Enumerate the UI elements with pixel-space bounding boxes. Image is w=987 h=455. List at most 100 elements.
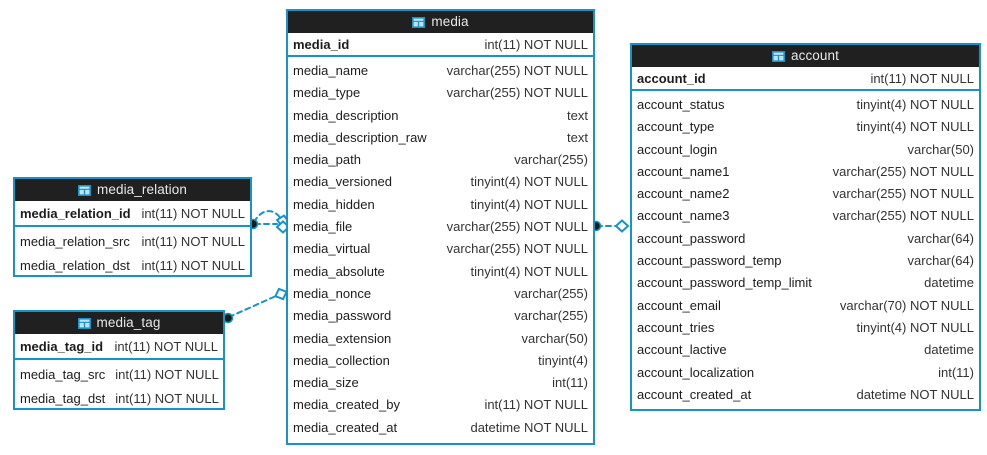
column-row[interactable]: account_created_at datetime NOT NULL (632, 383, 979, 405)
entity-media-tag[interactable]: media_tag media_tag_id int(11) NOT NULL … (13, 310, 225, 410)
column-type: varchar(255) NOT NULL (446, 219, 588, 235)
entity-media-relation-pk-section: media_relation_id int(11) NOT NULL (15, 201, 250, 227)
column-type: varchar(255) NOT NULL (832, 163, 974, 179)
entity-media-title: media (431, 14, 469, 30)
column-type: datetime (924, 342, 974, 358)
column-type: int(11) NOT NULL (141, 205, 245, 221)
column-type: varchar(255) NOT NULL (446, 85, 588, 101)
column-row[interactable]: account_id int(11) NOT NULL (632, 67, 979, 89)
entity-media[interactable]: media media_id int(11) NOT NULL media_na… (286, 9, 595, 445)
column-type: varchar(255) (514, 152, 588, 168)
column-name: media_versioned (293, 174, 393, 190)
column-name: media_description (293, 107, 399, 123)
column-row[interactable]: account_login varchar(50) (632, 138, 979, 160)
column-type: int(11) NOT NULL (115, 366, 219, 382)
relation-media_relation-to-media-curve (253, 210, 282, 223)
column-row[interactable]: media_description_raw text (288, 126, 593, 148)
column-row[interactable]: media_created_at datetime NOT NULL (288, 416, 593, 438)
column-row[interactable]: account_name3 varchar(255) NOT NULL (632, 205, 979, 227)
column-name: media_relation_id (20, 205, 131, 221)
relation-media_tag-to-media-line (228, 295, 277, 318)
column-name: media_tag_src (20, 366, 106, 382)
column-name: media_type (293, 85, 361, 101)
column-row[interactable]: media_type varchar(255) NOT NULL (288, 82, 593, 104)
column-name: account_name3 (637, 208, 730, 224)
column-type: varchar(50) (907, 141, 974, 157)
entity-media-tag-pk-section: media_tag_id int(11) NOT NULL (15, 334, 223, 360)
entity-account[interactable]: account account_id int(11) NOT NULL acco… (630, 43, 981, 411)
column-type: varchar(255) NOT NULL (832, 186, 974, 202)
column-type: int(11) NOT NULL (141, 257, 245, 273)
entity-media-relation-header: media_relation (15, 179, 250, 201)
column-type: int(11) NOT NULL (484, 36, 588, 52)
column-row[interactable]: media_relation_id int(11) NOT NULL (15, 201, 250, 225)
column-name: media_path (293, 152, 361, 168)
column-name: account_tries (637, 319, 715, 335)
column-type: varchar(70) NOT NULL (839, 297, 974, 313)
column-row[interactable]: media_tag_id int(11) NOT NULL (15, 334, 223, 358)
column-row[interactable]: media_tag_src int(11) NOT NULL (15, 362, 223, 386)
entity-media-header: media (288, 11, 593, 33)
column-type: varchar(255) NOT NULL (446, 241, 588, 257)
entity-account-header: account (632, 45, 979, 67)
column-name: account_lactive (637, 342, 727, 358)
column-type: text (567, 129, 588, 145)
table-icon (77, 317, 91, 329)
column-name: media_tag_id (20, 338, 104, 354)
column-type: datetime NOT NULL (856, 386, 974, 402)
column-name: account_login (637, 141, 718, 157)
column-type: varchar(255) (514, 308, 588, 324)
entity-account-pk-section: account_id int(11) NOT NULL (632, 67, 979, 92)
column-row[interactable]: media_id int(11) NOT NULL (288, 33, 593, 55)
entity-media-relation-title: media_relation (97, 182, 187, 198)
column-name: account_created_at (637, 386, 752, 402)
column-name: media_description_raw (293, 129, 427, 145)
column-name: media_tag_dst (20, 390, 106, 406)
column-type: datetime NOT NULL (470, 419, 588, 435)
entity-media-relation[interactable]: media_relation media_relation_id int(11)… (13, 177, 252, 277)
column-type: datetime (924, 275, 974, 291)
entity-media-tag-columns: media_tag_src int(11) NOT NULL media_tag_… (15, 360, 223, 408)
column-row[interactable]: media_path varchar(255) (288, 148, 593, 170)
column-name: account_localization (637, 364, 755, 380)
column-row[interactable]: media_description text (288, 104, 593, 126)
entity-account-title: account (791, 48, 839, 64)
column-name: account_status (637, 96, 725, 112)
column-name: media_created_at (293, 419, 398, 435)
table-icon (78, 184, 92, 196)
column-type: text (567, 107, 588, 123)
column-type: varchar(255) NOT NULL (832, 208, 974, 224)
column-name: media_nonce (293, 285, 372, 301)
column-type: varchar(50) (521, 330, 588, 346)
entity-media-pk-section: media_id int(11) NOT NULL (288, 33, 593, 58)
column-name: media_name (293, 62, 369, 78)
column-row[interactable]: account_lactive datetime (632, 339, 979, 361)
